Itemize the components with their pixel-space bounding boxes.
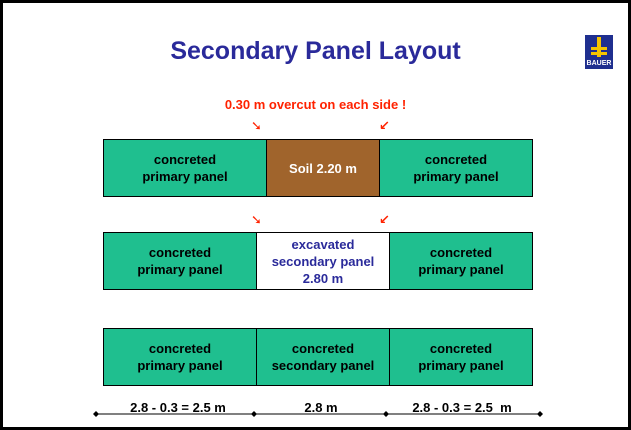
- dimension-tick: [93, 411, 99, 417]
- row1-soil-panel: Soil 2.20 m: [266, 139, 380, 197]
- arrow-down-left-icon: ↙: [379, 212, 390, 227]
- row3-left-primary-panel: concreted primary panel: [103, 328, 257, 386]
- arrow-down-left-icon: ↙: [379, 118, 390, 133]
- panel-line: concreted: [148, 341, 212, 356]
- panel-line: secondary panel: [271, 253, 375, 269]
- panel-line: concreted: [153, 152, 217, 167]
- panel-line: primary panel: [413, 169, 499, 184]
- dimension-line: [93, 411, 543, 417]
- dimension-tick: [251, 411, 257, 417]
- panel-line: secondary panel: [271, 358, 375, 373]
- overcut-annotation: 0.30 m overcut on each side !: [224, 97, 407, 112]
- bauer-logo: BAUER: [585, 35, 613, 69]
- dimension-left: 2.8 - 0.3 = 2.5 m: [130, 400, 226, 415]
- panel-line: primary panel: [137, 358, 223, 373]
- dimension-middle: 2.8 m: [304, 400, 338, 415]
- panel-line: concreted: [291, 341, 355, 356]
- bauer-logo-icon: [591, 37, 607, 57]
- arrow-down-right-icon: ➘: [251, 212, 262, 227]
- panel-line: concreted: [429, 341, 493, 356]
- panel-line: concreted: [148, 245, 212, 260]
- panel-line: Soil 2.20 m: [289, 160, 357, 176]
- row1-right-primary-panel: concreted primary panel: [379, 139, 533, 197]
- dimension-right: 2.8 - 0.3 = 2.5 m: [412, 400, 512, 415]
- arrow-down-right-icon: ➘: [251, 118, 262, 133]
- row1-left-primary-panel: concreted primary panel: [103, 139, 267, 197]
- row2-left-primary-panel: concreted primary panel: [103, 232, 257, 290]
- dimension-tick: [537, 411, 543, 417]
- panel-line: primary panel: [137, 262, 223, 277]
- panel-line: primary panel: [142, 169, 228, 184]
- panel-line: 2.80 m: [302, 270, 344, 286]
- row3-right-primary-panel: concreted primary panel: [389, 328, 533, 386]
- panel-line: concreted: [424, 152, 488, 167]
- row2-right-primary-panel: concreted primary panel: [389, 232, 533, 290]
- panel-line: excavated: [291, 236, 355, 252]
- row3-secondary-panel: concreted secondary panel: [256, 328, 390, 386]
- dimension-tick: [383, 411, 389, 417]
- panel-line: primary panel: [418, 262, 504, 277]
- page-title: Secondary Panel Layout: [170, 37, 461, 65]
- logo-text: BAUER: [586, 60, 612, 67]
- slide: Secondary Panel Layout BAUER 0.30 m over…: [3, 3, 628, 427]
- panel-line: primary panel: [418, 358, 504, 373]
- panel-line: concreted: [429, 245, 493, 260]
